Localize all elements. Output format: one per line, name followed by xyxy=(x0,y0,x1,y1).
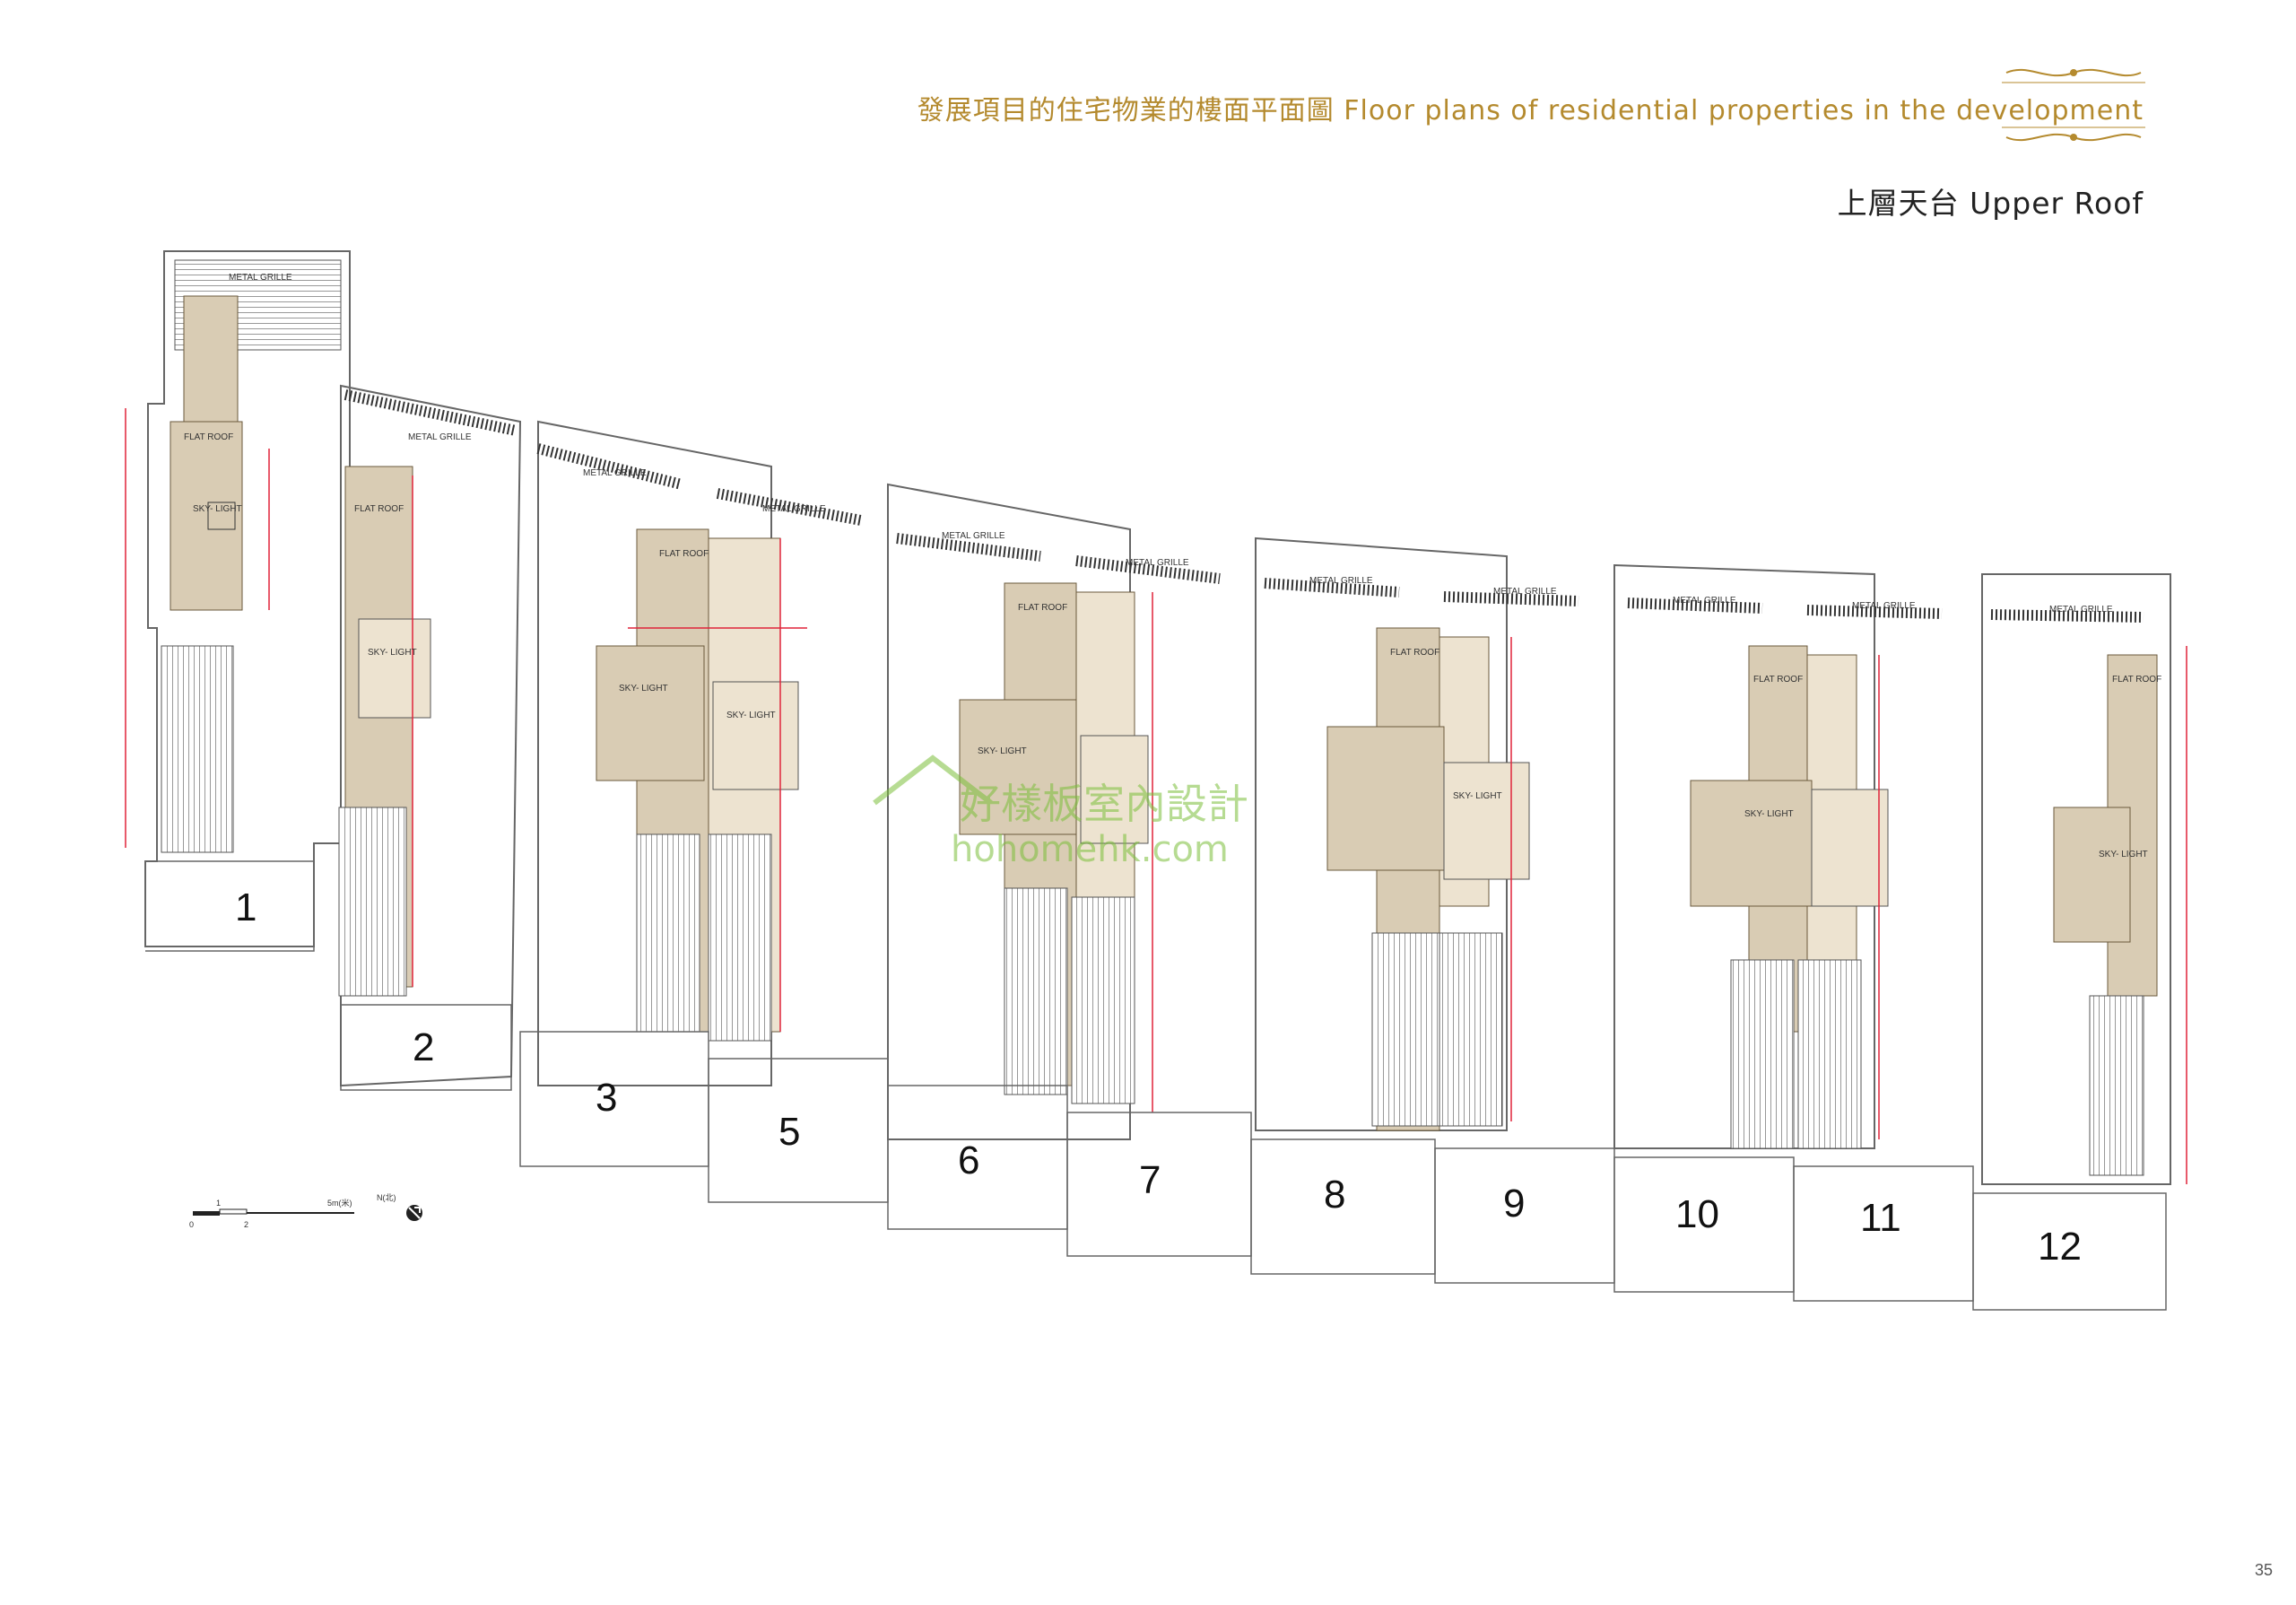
skylight-label: SKY- LIGHT xyxy=(1744,809,1794,819)
scale-tick-1: 1 xyxy=(216,1199,221,1208)
unit-number: 12 xyxy=(2038,1225,2082,1269)
unit-number: 3 xyxy=(596,1076,617,1120)
flat-roof-label: FLAT ROOF xyxy=(184,432,233,442)
skylight-label: SKY- LIGHT xyxy=(2099,850,2148,859)
unit-10-11-block xyxy=(1613,563,1889,1149)
metal-grille-label: METAL GRILLE xyxy=(1852,601,1916,611)
unit-1-block xyxy=(125,250,351,947)
watermark-url: hohomehk.com xyxy=(951,829,1229,870)
flat-roof-label: FLAT ROOF xyxy=(354,504,404,514)
flat-roof-label: FLAT ROOF xyxy=(659,549,709,559)
metal-grille-label: METAL GRILLE xyxy=(583,468,647,478)
unit-number: 2 xyxy=(413,1025,434,1069)
unit-3-5-block xyxy=(537,420,807,1086)
flat-roof-label: FLAT ROOF xyxy=(1018,603,1067,613)
unit-6-7-block xyxy=(887,483,1153,1140)
metal-grille-label: METAL GRILLE xyxy=(942,531,1005,541)
metal-grille-row: METAL GRILLE METAL GRILLE METAL GRILLE M… xyxy=(229,273,2144,623)
flat-roof-label: FLAT ROOF xyxy=(2112,675,2161,685)
unit-8-9-block xyxy=(1255,536,1530,1131)
unit-number: 7 xyxy=(1139,1158,1161,1202)
unit-number: 11 xyxy=(1860,1196,1901,1240)
scale-bar: 0 1 2 5m(米) N(北) xyxy=(189,1193,422,1229)
skylight-label: SKY- LIGHT xyxy=(978,746,1027,756)
metal-grille-label: METAL GRILLE xyxy=(1493,587,1557,597)
lower-outlines xyxy=(145,860,2167,1311)
skylight-label: SKY- LIGHT xyxy=(193,504,242,514)
scale-unit-label: 5m(米) xyxy=(327,1198,352,1208)
scale-tick-2: 2 xyxy=(244,1220,248,1229)
page-number: 35 xyxy=(2254,1561,2273,1579)
north-arrow-icon xyxy=(406,1205,422,1221)
metal-grille-label: METAL GRILLE xyxy=(229,273,292,283)
flat-roof-label: FLAT ROOF xyxy=(1753,675,1803,685)
north-label: N(北) xyxy=(377,1193,396,1202)
skylight-label: SKY- LIGHT xyxy=(368,648,417,658)
unit-number: 8 xyxy=(1324,1173,1345,1217)
unit-number: 1 xyxy=(235,885,257,929)
unit-numbers: 1 2 3 5 6 7 8 9 10 11 12 xyxy=(235,885,2082,1269)
metal-grille-label: METAL GRILLE xyxy=(1126,558,1189,568)
page-title: 發展項目的住宅物業的樓面平面圖 Floor plans of residenti… xyxy=(917,95,2144,126)
watermark-name: 好樣板室內設計 xyxy=(960,780,1248,828)
unit-number: 9 xyxy=(1503,1182,1525,1226)
unit-2-block xyxy=(338,384,522,1087)
metal-grille-label: METAL GRILLE xyxy=(2049,605,2113,615)
unit-12-block xyxy=(1981,573,2187,1185)
page-subtitle: 上層天台 Upper Roof xyxy=(1837,186,2144,221)
unit-number: 6 xyxy=(958,1138,979,1182)
unit-number: 10 xyxy=(1675,1192,1719,1236)
skylight-label: SKY- LIGHT xyxy=(726,711,776,720)
unit-number: 5 xyxy=(778,1110,800,1154)
metal-grille-label: METAL GRILLE xyxy=(408,432,472,442)
scale-tick-0: 0 xyxy=(189,1220,194,1229)
flat-roof-label: FLAT ROOF xyxy=(1390,648,1439,658)
ornament-top-icon xyxy=(2002,68,2145,83)
metal-grille-label: METAL GRILLE xyxy=(1309,576,1373,586)
skylight-label: SKY- LIGHT xyxy=(1453,791,1502,801)
skylight-label: SKY- LIGHT xyxy=(619,684,668,693)
ornament-bottom-icon xyxy=(2002,126,2145,142)
metal-grille-label: METAL GRILLE xyxy=(1673,596,1736,606)
metal-grille-label: METAL GRILLE xyxy=(762,504,826,514)
watermark: 好樣板室內設計 hohomehk.com xyxy=(873,755,1248,870)
room-labels: FLAT ROOF SKY- LIGHT FLAT ROOF SKY- LIGH… xyxy=(184,432,2161,859)
